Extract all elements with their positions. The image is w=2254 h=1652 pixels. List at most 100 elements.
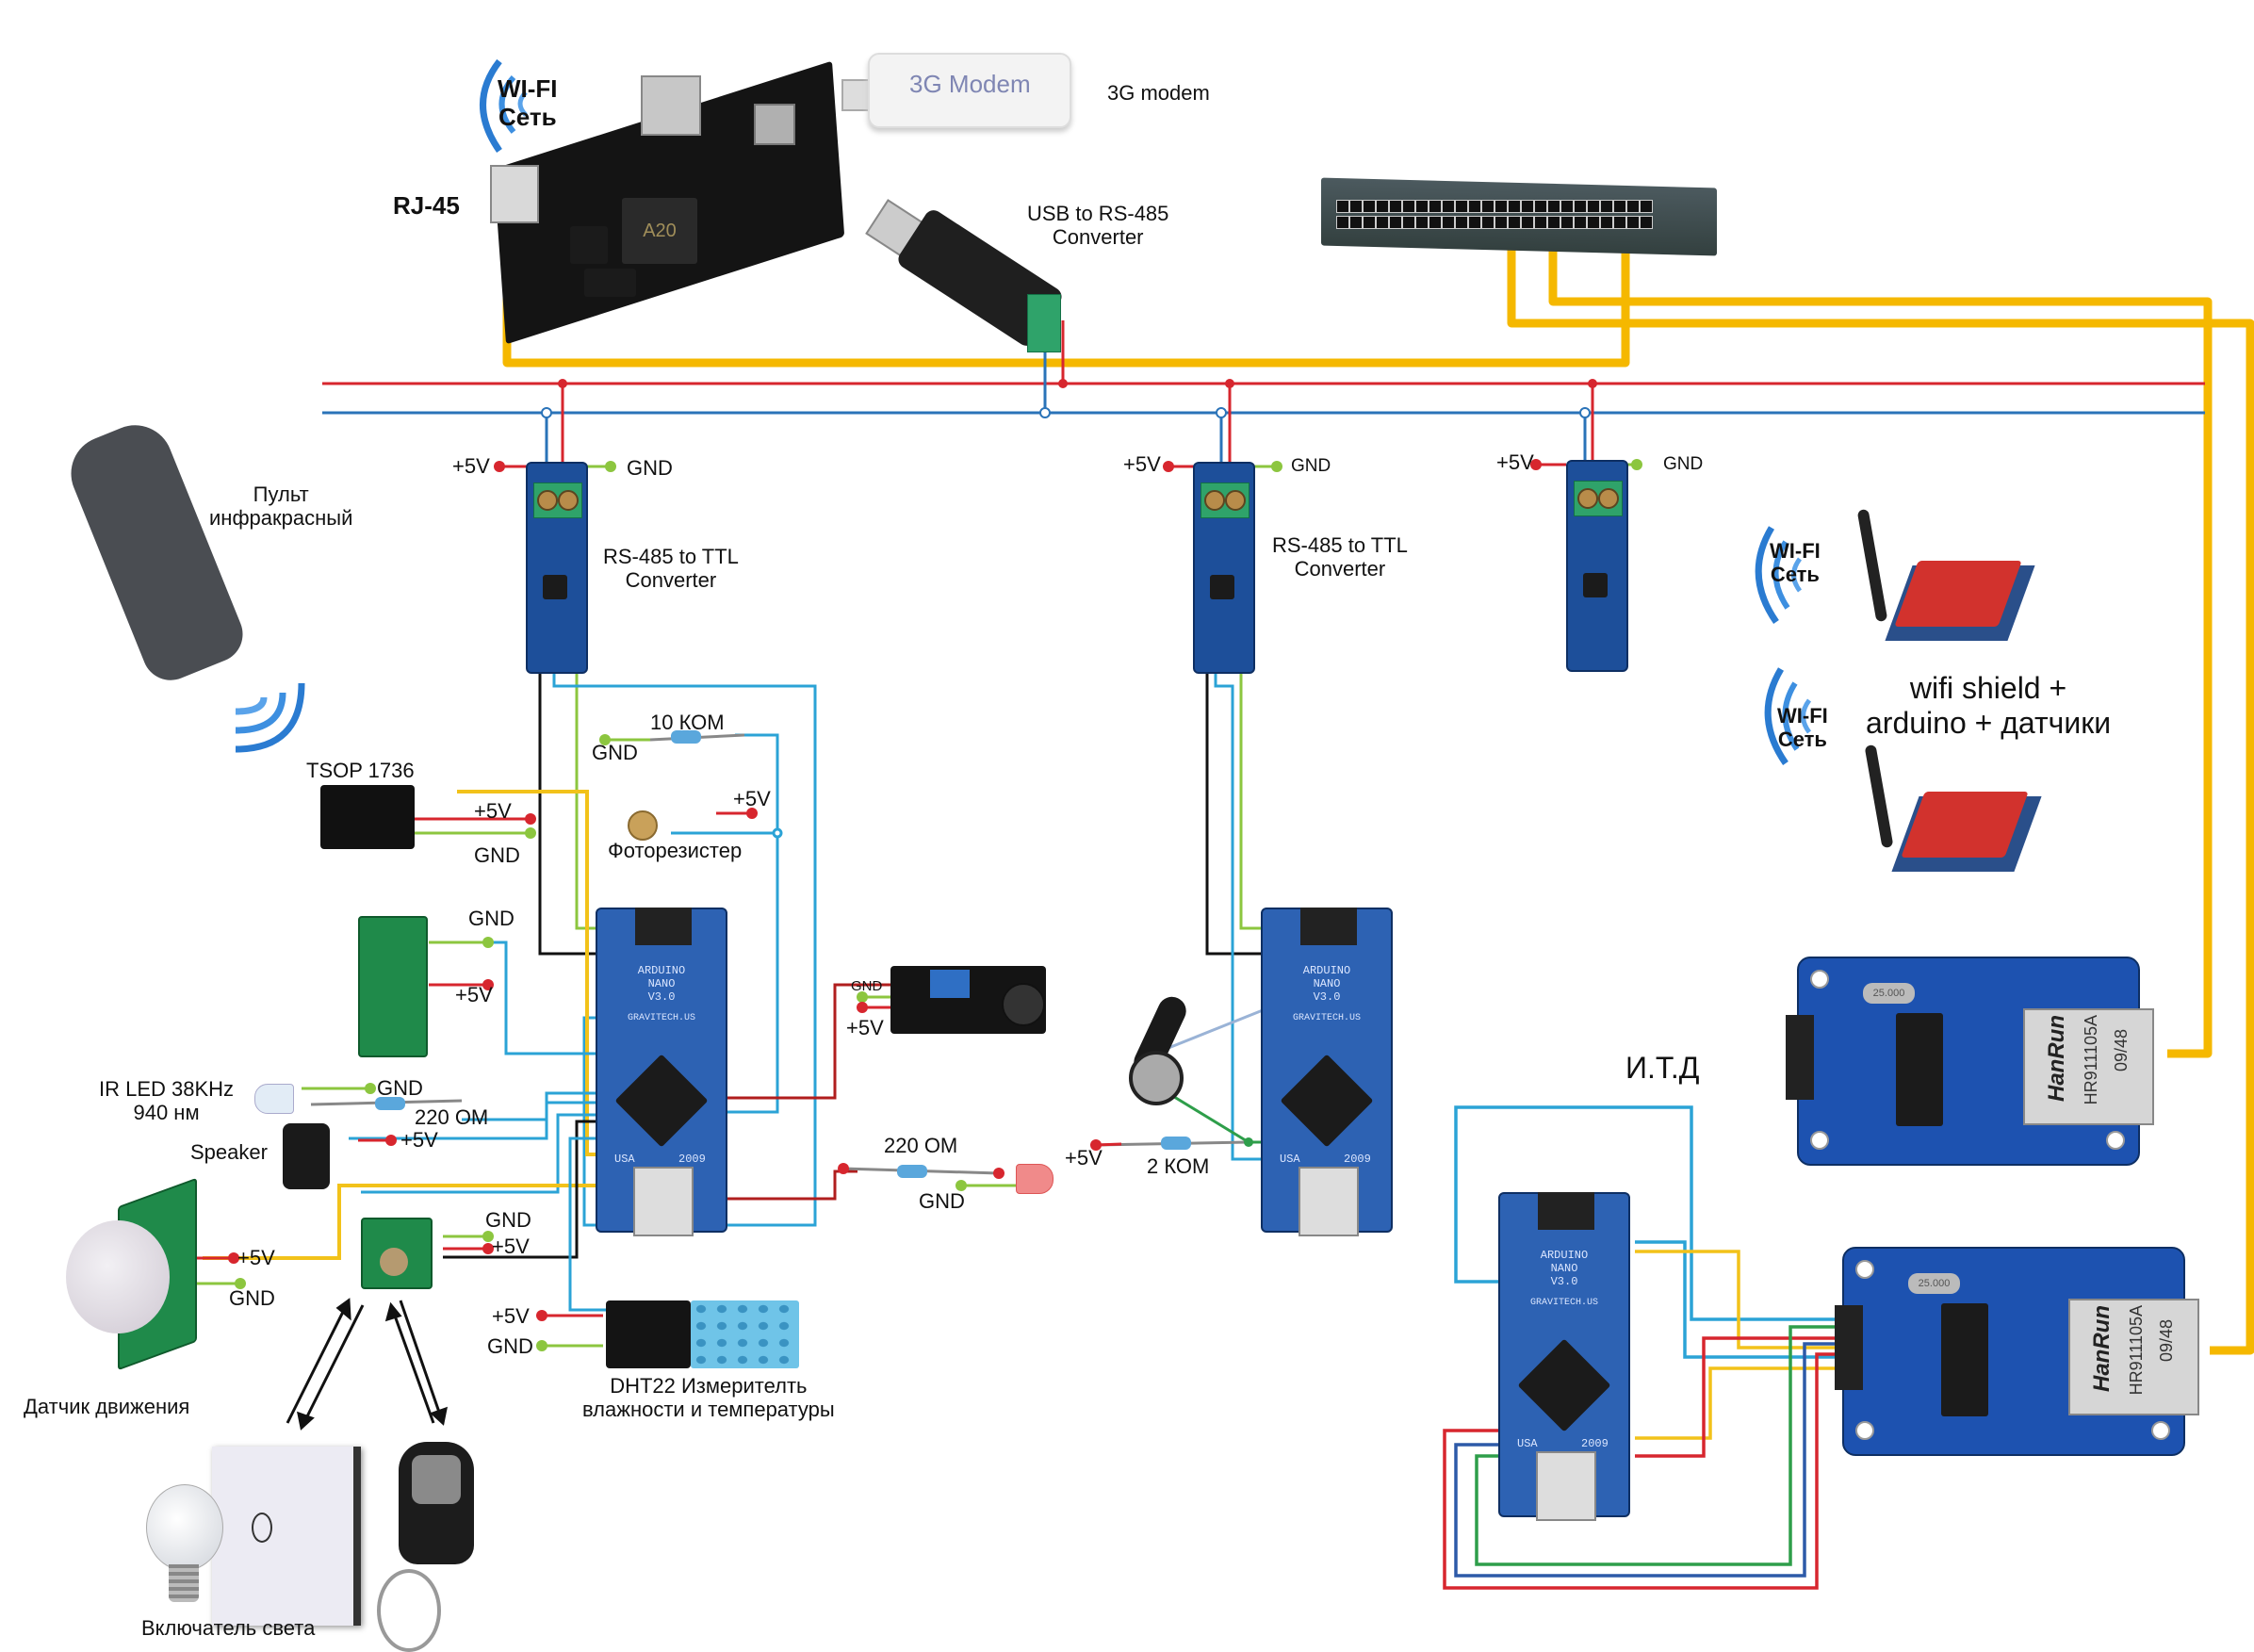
switch-port[interactable]: [1376, 200, 1389, 213]
enc28j60-module-2: 25.000 HanRun HR911105A 09/48: [1835, 1247, 2200, 1456]
switch-port[interactable]: [1363, 200, 1376, 213]
rs485-3-gnd-label: GND: [1663, 454, 1704, 474]
rf-transmitter-gnd-label: GND: [485, 1208, 531, 1232]
speaker-label: Speaker: [190, 1140, 268, 1164]
switch-port[interactable]: [1402, 200, 1415, 213]
enc2-rj45-jack[interactable]: HanRun HR911105A 09/48: [2068, 1299, 2199, 1415]
ir-led: [254, 1084, 294, 1114]
switch-port[interactable]: [1442, 216, 1455, 229]
rj45-port[interactable]: [490, 165, 539, 223]
light-bulb: [146, 1484, 223, 1607]
switch-port[interactable]: [1508, 200, 1521, 213]
wifi-icon-node-2: [1764, 667, 1812, 766]
led-resistor-label: 220 OM: [884, 1134, 958, 1157]
switch-port[interactable]: [1574, 200, 1587, 213]
resistor-220-led: [838, 1163, 1004, 1179]
switch-port[interactable]: [1336, 200, 1349, 213]
switch-port[interactable]: [1429, 200, 1442, 213]
switch-port[interactable]: [1481, 200, 1494, 213]
ethernet-node-wiring: [1443, 1105, 1842, 1590]
switch-port[interactable]: [1587, 200, 1600, 213]
switch-port[interactable]: [1389, 200, 1402, 213]
switch-port[interactable]: [1468, 200, 1481, 213]
speaker-vcc-label: +5V: [400, 1128, 438, 1152]
rf-receiver-gnd-label: GND: [468, 907, 514, 930]
ir-led-gnd-label: GND: [377, 1076, 423, 1100]
switch-port[interactable]: [1560, 200, 1574, 213]
hdmi-port: [754, 104, 795, 145]
switch-port[interactable]: [1455, 216, 1468, 229]
rf-receiver-vcc-label: +5V: [455, 983, 493, 1006]
switch-port[interactable]: [1613, 216, 1626, 229]
modem-device-text: 3G Modem: [909, 70, 1031, 98]
node1-power-stubs: [193, 734, 1037, 1351]
switch-port[interactable]: [1415, 216, 1429, 229]
switch-port[interactable]: [1402, 216, 1415, 229]
switch-port[interactable]: [1349, 216, 1363, 229]
ir-signal-icon: [235, 682, 305, 753]
ethernet-cable-switch-to-enc1: [1548, 231, 2213, 1058]
switch-port[interactable]: [1587, 216, 1600, 229]
switch-port[interactable]: [1626, 200, 1640, 213]
tsop-sensor: [320, 785, 415, 849]
switch-port[interactable]: [1508, 216, 1521, 229]
switch-port[interactable]: [1363, 216, 1376, 229]
switch-port[interactable]: [1468, 216, 1481, 229]
switch-port[interactable]: [1376, 216, 1389, 229]
switch-port[interactable]: [1455, 200, 1468, 213]
switch-port[interactable]: [1574, 216, 1587, 229]
rf-keyfob: [399, 1442, 474, 1564]
switch-port[interactable]: [1640, 216, 1653, 229]
switch-port[interactable]: [1613, 200, 1626, 213]
switch-port[interactable]: [1521, 216, 1534, 229]
usb-rs485-converter[interactable]: [862, 188, 1070, 358]
node1-wiring: [203, 671, 890, 1312]
switch-port[interactable]: [1336, 216, 1349, 229]
switch-port[interactable]: [1349, 200, 1363, 213]
switch-port[interactable]: [1481, 216, 1494, 229]
resistor-2k: [1161, 1137, 1191, 1150]
cubieboard-a20: A20: [490, 60, 848, 345]
rf-link-arrows: [286, 1298, 448, 1431]
tsop-label: TSOP 1736: [306, 759, 415, 782]
rs485-1-vcc-label: +5V: [452, 454, 490, 478]
switch-port[interactable]: [1600, 216, 1613, 229]
switch-port[interactable]: [1547, 216, 1560, 229]
switch-port[interactable]: [1600, 200, 1613, 213]
switch-port[interactable]: [1547, 200, 1560, 213]
switch-port[interactable]: [1560, 216, 1574, 229]
switch-port[interactable]: [1442, 200, 1455, 213]
switch-port[interactable]: [1640, 200, 1653, 213]
a20-chip: A20: [622, 198, 697, 264]
wifi-shield-arduino-2: [1864, 744, 2047, 886]
speaker: [283, 1123, 330, 1189]
switch-port[interactable]: [1534, 216, 1547, 229]
switch-port[interactable]: [1626, 216, 1640, 229]
rs485-module-3: [1566, 460, 1628, 672]
rs485-module-1: [526, 462, 588, 674]
resistor-10k-label: 10 КОМ: [650, 711, 725, 734]
switch-port[interactable]: [1494, 200, 1508, 213]
switch-port[interactable]: [1534, 200, 1547, 213]
enc1-rj45-jack[interactable]: HanRun HR911105A 09/48: [2023, 1008, 2154, 1125]
switch-port[interactable]: [1429, 216, 1442, 229]
switch-port[interactable]: [1494, 216, 1508, 229]
resistor-220-ir: [310, 1097, 463, 1110]
switch-port[interactable]: [1415, 200, 1429, 213]
node2-vcc-dot: [1090, 1139, 1102, 1151]
switch-port[interactable]: [1389, 216, 1402, 229]
3g-modem[interactable]: 3G Modem: [841, 53, 1071, 128]
light-switch-label: Включатель света: [141, 1616, 316, 1640]
wifi-nodes-caption: wifi shield +arduino + датчики: [1866, 671, 2112, 740]
switch-port[interactable]: [1521, 200, 1534, 213]
